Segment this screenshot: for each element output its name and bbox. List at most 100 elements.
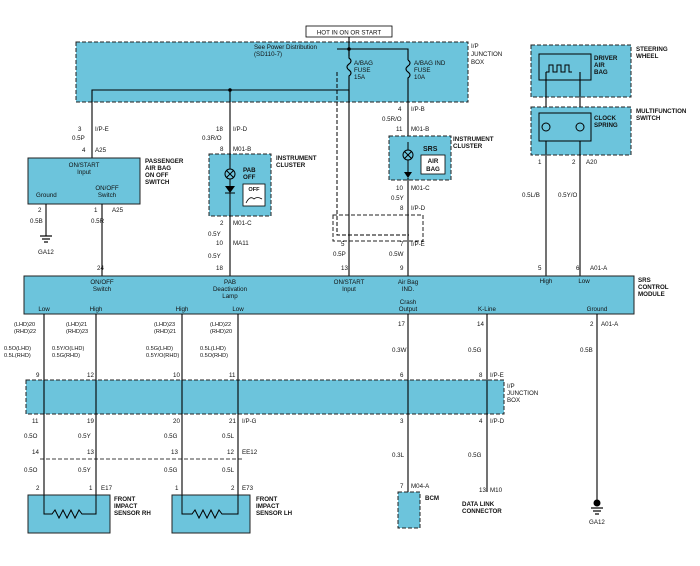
flh-label-2: IMPACT [256,503,279,510]
conn-ma11: MA11 [233,240,249,247]
w05olhd: 0.5O(LHD) [4,346,31,352]
driver-airbag-module [538,53,592,81]
bcm-box [397,491,421,529]
ground-ga12-left: GA12 [38,249,54,256]
fuse2-label-3: 10A [414,74,426,81]
pin-1d: 1 [89,485,93,492]
srs-high-2: High [176,306,189,313]
bcm-label: BCM [425,495,439,502]
frh-label-2: IMPACT [114,503,137,510]
wire-05y-c: 0.5Y [391,195,404,202]
pin-1e: 1 [175,485,179,492]
airbag-label-2: BAG [426,166,440,173]
conn-m04a: M04-A [411,483,430,490]
pin-8: 8 [220,146,224,153]
conn-ipe-1: I/P-E [95,126,109,133]
abag-fuse-to-pab-wire [91,89,350,120]
wire-05p-b: 0.5P [333,251,346,258]
conn-m10: M10 [490,487,503,494]
conn-ipb-1: I/P-B [411,106,425,113]
driver-airbag-label-3: BAG [594,69,608,76]
conn-ipd-1: I/P-D [233,126,248,133]
conn-ipe-2: I/P-E [411,241,425,248]
pin-10b: 10 [396,185,403,192]
rhd22a: (RHD)22 [14,329,36,335]
mf-label-1: MULTIFUNCTION [636,108,687,115]
ground-symbol-left [40,235,52,243]
pab-label-3: ON OFF [145,172,169,179]
w05l2: 0.5L [222,467,235,474]
ip-junction-box-lower [25,379,505,415]
w05llhd: 0.5L(LHD) [200,346,226,352]
pab-off-indicator-lamp [224,158,236,216]
rhd21: (RHD)21 [154,329,176,335]
ic-left-label-1: INSTRUMENT [276,155,317,162]
jb-pin-11: 11 [229,372,236,379]
wire-05y-a: 0.5Y [208,231,221,238]
see-power-line1: See Power Distribution [254,44,317,51]
wire-05y-b: 0.5Y [208,253,221,260]
srs-indicator-lamp [402,142,414,178]
pab-in-2: Input [77,169,91,176]
pin-24: 24 [97,265,104,272]
jb-pin-3: 3 [400,418,404,425]
srs-high-r: High [540,278,553,285]
ip-junction-top-label-3: BOX [471,59,484,66]
jb-pin-4: 4 [479,418,483,425]
conn-ee12: EE12 [242,449,258,456]
srs-control-module [23,275,635,315]
frh-label-3: SENSOR RH [114,510,151,517]
bcm-dlc-wires [407,414,488,492]
sensor-lh-resistor [181,495,239,520]
fuse1-label-2: FUSE [354,67,371,74]
hot-label: HOT IN ON OR START [317,30,382,37]
frh-label-1: FRONT [114,496,136,503]
airbag-label-1: AIR [428,158,439,165]
jb-passthrough-wires [43,380,488,414]
pin-4: 4 [82,147,86,154]
pab-label-4: SWITCH [145,179,170,186]
srs-pab-2: Deactivation [213,286,248,293]
conn-m01b-2: M01-B [411,126,429,133]
w05orhd: 0.5O(RHD) [200,353,228,359]
pab-onoff-2: Switch [98,192,117,199]
steering-label-2: WHEEL [636,53,659,60]
pab-label-2: AIR BAG [145,165,171,172]
jb-lower-label-3: BOX [507,397,520,404]
rhd23a: (RHD)23 [66,329,88,335]
w05lrhd: 0.5L(RHD) [4,353,31,359]
ip-junction-top-label-2: JUNCTION [471,51,502,58]
pin-5: 5 [341,241,345,248]
srs-abind-1: Air Bag [398,279,419,286]
clock-spring [538,112,592,142]
pin-6: 6 [576,265,580,272]
jb-pin-12: 12 [87,372,94,379]
pab-off-icon [242,183,266,207]
ic-left-label-2: CLUSTER [276,162,306,169]
fuse-bus-wire [337,48,409,60]
conn-m01c-2: M01-C [411,185,430,192]
w05o2: 0.5O [24,467,38,474]
dlc-label-2: CONNECTOR [462,508,502,515]
w05g: 0.5G [468,347,482,354]
ip-junction-mid [332,214,424,242]
lhd22: (LHD)22 [210,322,231,328]
fuse2-label-2: FUSE [414,67,431,74]
driver-airbag-label-1: DRIVER [594,55,618,62]
conn-a25-top: A25 [95,147,107,154]
pin-7-bcm: 7 [400,483,404,490]
jb-lower-label-1: I/P [507,383,515,390]
flh-label-1: FRONT [256,496,278,503]
jb-pin-9: 9 [36,372,40,379]
pab-off-icon-text: OFF [248,187,260,193]
w05l: 0.5L [222,433,235,440]
wire-05p-a: 0.5P [72,135,85,142]
driver-airbag-label-2: AIR [594,62,605,69]
wire-03ro: 0.3R/O [202,135,222,142]
wire-05b-g: 0.5B [30,218,43,225]
pin-1g: 1 [94,207,98,214]
airbag-icon-box [420,154,446,175]
conn-e73: E73 [242,485,254,492]
conn-a01a-bottom: A01-A [601,321,619,328]
jb-conn-ipd: I/P-D [490,418,505,425]
